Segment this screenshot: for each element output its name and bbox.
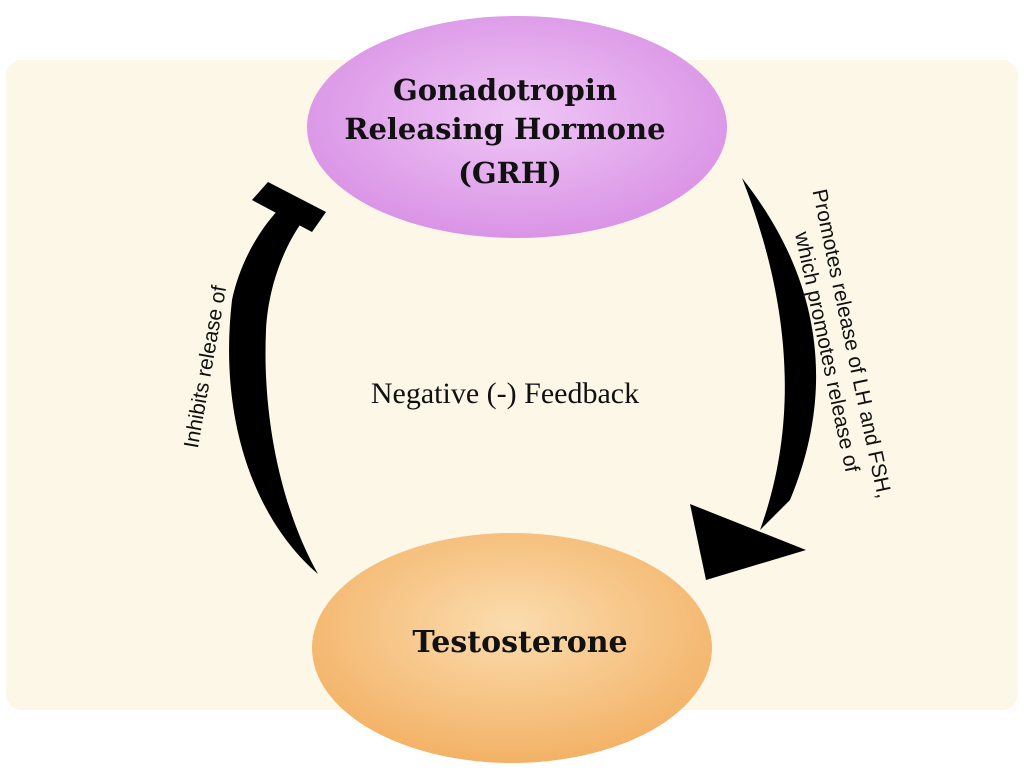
center-feedback-label: Negative (-) Feedback bbox=[371, 377, 639, 410]
grh-node bbox=[307, 16, 727, 238]
inhibit-arrow bbox=[229, 182, 326, 574]
inhibit-arrow-body bbox=[229, 206, 318, 574]
grh-line-1: Gonadotropin bbox=[393, 73, 617, 107]
testosterone-label: Testosterone bbox=[412, 625, 627, 660]
inhibit-bar-icon bbox=[252, 182, 326, 232]
promote-arrowhead-icon bbox=[690, 504, 806, 580]
promote-arrow-body bbox=[742, 178, 817, 530]
grh-line-3: (GRH) bbox=[458, 156, 562, 190]
grh-line-2: Releasing Hormone bbox=[344, 112, 665, 146]
promote-arrow bbox=[690, 178, 817, 580]
testosterone-node bbox=[312, 533, 712, 763]
svg-text:Gonadotropin Releasing Hor: Gonadotropin Releasing Hormone (GRH) bbox=[344, 73, 675, 190]
